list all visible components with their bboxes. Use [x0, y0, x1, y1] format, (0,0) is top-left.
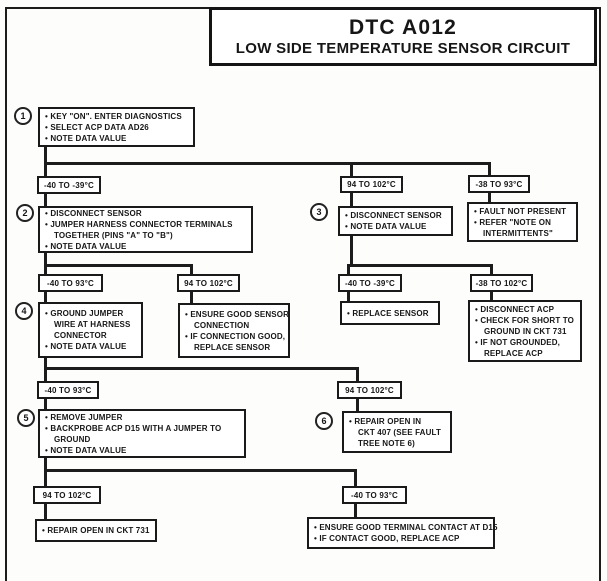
- ensure-sensor-connection-box: • ENSURE GOOD SENSOR CONNECTION • IF CON…: [178, 303, 290, 358]
- instruction-line: GROUND: [54, 434, 91, 444]
- instruction-line: • NOTE DATA VALUE: [45, 445, 127, 455]
- connector-line: [44, 367, 359, 370]
- connector-line: [354, 469, 357, 486]
- step-6-badge: 6: [315, 412, 333, 430]
- disconnect-acp-box: • DISCONNECT ACP • CHECK FOR SHORT TO GR…: [468, 300, 582, 362]
- connector-line: [350, 236, 353, 264]
- instruction-line: CONNECTOR: [54, 331, 107, 340]
- connector-line: [347, 264, 493, 267]
- range-label: -40 TO -39°C: [338, 274, 402, 292]
- instruction-line: • JUMPER HARNESS CONNECTOR TERMINALS: [45, 219, 233, 229]
- range-label: 94 TO 102°C: [340, 176, 403, 193]
- connector-line: [44, 162, 491, 165]
- instruction-line: • REFER "NOTE ON: [474, 217, 551, 227]
- instruction-line: TREE NOTE 6): [358, 438, 415, 448]
- fault-not-present-box: • FAULT NOT PRESENT • REFER "NOTE ON INT…: [467, 202, 578, 242]
- step-3-box: • DISCONNECT SENSOR • NOTE DATA VALUE: [338, 206, 453, 236]
- connector-line: [44, 352, 47, 381]
- instruction-line: • ENSURE GOOD TERMINAL CONTACT AT D15: [314, 523, 498, 532]
- instruction-line: • REPLACE SENSOR: [347, 308, 429, 318]
- connector-line: [44, 264, 193, 267]
- connector-line: [488, 162, 491, 175]
- instruction-line: CKT 407 (SEE FAULT: [358, 427, 442, 437]
- connector-line: [356, 399, 359, 411]
- step-4-badge: 4: [15, 302, 33, 320]
- connector-line: [190, 264, 193, 274]
- connector-line: [44, 253, 47, 274]
- instruction-line: • REMOVE JUMPER: [45, 412, 123, 422]
- range-label: -38 TO 102°C: [470, 274, 533, 292]
- instruction-line: • IF CONNECTION GOOD,: [185, 331, 286, 341]
- instruction-line: REPLACE ACP: [484, 348, 543, 358]
- instruction-line: • DISCONNECT ACP: [475, 304, 555, 314]
- range-label: -40 TO 93°C: [37, 381, 99, 399]
- instruction-line: INTERMITTENTS": [483, 228, 553, 238]
- instruction-line: • NOTE DATA VALUE: [45, 342, 127, 351]
- instruction-line: • REPAIR OPEN IN CKT 731: [42, 526, 150, 535]
- connector-line: [44, 504, 47, 519]
- instruction-line: • ENSURE GOOD SENSOR: [185, 309, 290, 319]
- instruction-line: REPLACE SENSOR: [194, 342, 271, 352]
- instruction-line: • DISCONNECT SENSOR: [345, 211, 442, 220]
- dtc-code: DTC A012: [348, 15, 458, 39]
- connector-line: [490, 264, 493, 274]
- page-border-right: [599, 7, 601, 581]
- instruction-line: • DISCONNECT SENSOR: [45, 208, 142, 218]
- range-label: -40 TO -39°C: [37, 176, 101, 194]
- connector-line: [44, 147, 47, 176]
- instruction-line: CONNECTION: [194, 320, 250, 330]
- connector-line: [490, 292, 493, 300]
- connector-line: [488, 193, 491, 202]
- step-3-badge: 3: [310, 203, 328, 221]
- instruction-line: • NOTE DATA VALUE: [345, 222, 427, 231]
- instruction-line: • GROUND JUMPER: [45, 309, 124, 318]
- instruction-line: • NOTE DATA VALUE: [45, 241, 127, 251]
- instruction-line: • IF NOT GROUNDED,: [475, 337, 561, 347]
- instruction-line: TOGETHER (PINS "A" TO "B"): [54, 230, 173, 240]
- step-6-box: • REPAIR OPEN IN CKT 407 (SEE FAULT TREE…: [342, 411, 452, 453]
- title-box: DTC A012 LOW SIDE TEMPERATURE SENSOR CIR…: [209, 7, 597, 66]
- connector-line: [44, 469, 357, 472]
- connector-line: [347, 264, 350, 274]
- range-label: 94 TO 102°C: [337, 381, 402, 399]
- instruction-line: • BACKPROBE ACP D15 WITH A JUMPER TO: [45, 423, 222, 433]
- instruction-line: • REPAIR OPEN IN: [349, 416, 422, 426]
- connector-line: [347, 292, 350, 301]
- step-1-badge: 1: [14, 107, 32, 125]
- connector-line: [44, 458, 47, 486]
- page-border-left: [5, 7, 7, 581]
- step-1-box: • KEY "ON". ENTER DIAGNOSTICS • SELECT A…: [38, 107, 195, 147]
- connector-line: [44, 194, 47, 206]
- range-label: 94 TO 102°C: [177, 274, 240, 292]
- range-label: 94 TO 102°C: [33, 486, 101, 504]
- instruction-line: • IF CONTACT GOOD, REPLACE ACP: [314, 534, 460, 543]
- step-5-box: • REMOVE JUMPER • BACKPROBE ACP D15 WITH…: [38, 409, 246, 458]
- connector-line: [44, 292, 47, 302]
- ensure-terminal-contact-box: • ENSURE GOOD TERMINAL CONTACT AT D15 • …: [307, 517, 498, 549]
- range-label: -40 TO 93°C: [38, 274, 103, 292]
- step-4-box: • GROUND JUMPER WIRE AT HARNESS CONNECTO…: [38, 302, 143, 358]
- step-2-box: • DISCONNECT SENSOR • JUMPER HARNESS CON…: [38, 206, 253, 253]
- instruction-line: • KEY "ON". ENTER DIAGNOSTICS: [45, 111, 182, 121]
- replace-sensor-box: • REPLACE SENSOR: [340, 301, 440, 325]
- instruction-line: WIRE AT HARNESS: [54, 320, 131, 329]
- instruction-line: • NOTE DATA VALUE: [45, 133, 127, 143]
- connector-line: [350, 162, 353, 176]
- range-label: -38 TO 93°C: [468, 175, 530, 193]
- repair-ckt731-box: • REPAIR OPEN IN CKT 731: [35, 519, 157, 542]
- connector-line: [354, 504, 357, 517]
- instruction-line: • CHECK FOR SHORT TO: [475, 315, 574, 325]
- step-5-badge: 5: [17, 409, 35, 427]
- connector-line: [190, 292, 193, 303]
- instruction-line: GROUND IN CKT 731: [484, 326, 567, 336]
- connector-line: [44, 399, 47, 409]
- connector-line: [356, 367, 359, 381]
- instruction-line: • SELECT ACP DATA AD26: [45, 122, 149, 132]
- instruction-line: • FAULT NOT PRESENT: [474, 206, 567, 216]
- step-2-badge: 2: [16, 204, 34, 222]
- circuit-title: LOW SIDE TEMPERATURE SENSOR CIRCUIT: [235, 39, 571, 57]
- range-label: -40 TO 93°C: [342, 486, 407, 504]
- connector-line: [350, 193, 353, 206]
